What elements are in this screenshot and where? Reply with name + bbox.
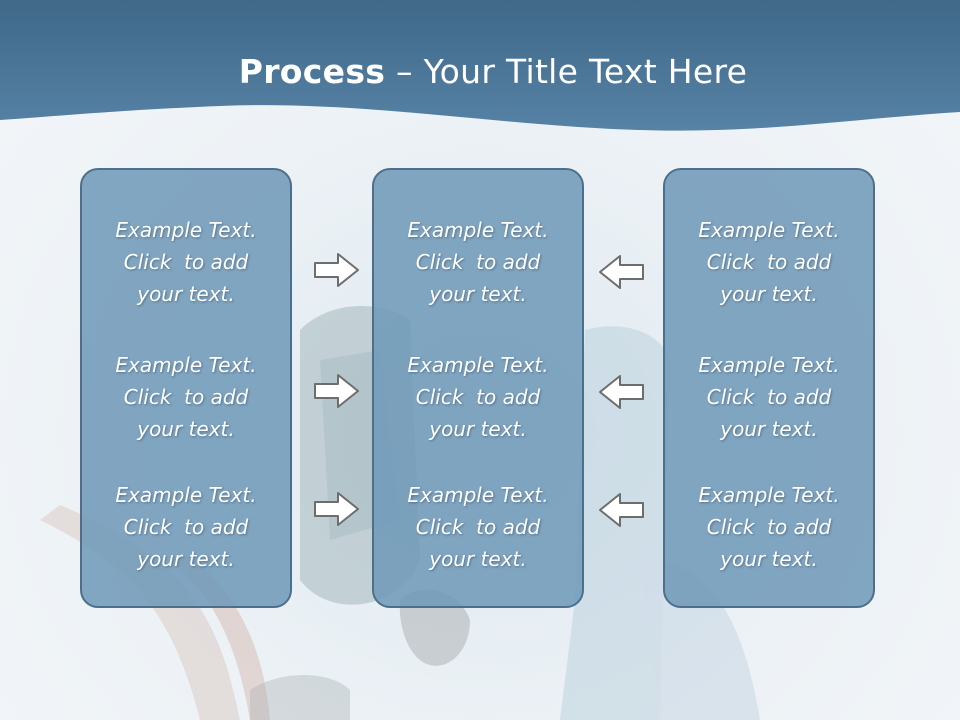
text-line: Example Text. bbox=[698, 483, 840, 507]
text-line: your text. bbox=[720, 417, 818, 441]
text-line: Click to add bbox=[415, 515, 541, 539]
panel-text-block[interactable]: Example Text. Click to add your text. bbox=[374, 349, 582, 445]
text-line: Click to add bbox=[415, 385, 541, 409]
panel-text-block[interactable]: Example Text. Click to add your text. bbox=[82, 479, 290, 575]
text-line: your text. bbox=[429, 282, 527, 306]
text-line: your text. bbox=[137, 417, 235, 441]
text-line: Click to add bbox=[706, 385, 832, 409]
panel-text-block[interactable]: Example Text. Click to add your text. bbox=[82, 349, 290, 445]
text-line: your text. bbox=[137, 282, 235, 306]
right-arrow-icon bbox=[314, 374, 359, 408]
text-line: your text. bbox=[720, 547, 818, 571]
text-line: your text. bbox=[429, 417, 527, 441]
text-line: your text. bbox=[429, 547, 527, 571]
right-arrow-icon bbox=[314, 253, 359, 287]
title-bold-part: Process bbox=[238, 52, 386, 91]
left-arrow-icon bbox=[599, 255, 644, 289]
text-line: Example Text. bbox=[115, 483, 257, 507]
process-panel-left[interactable]: Example Text. Click to add your text. Ex… bbox=[80, 168, 292, 608]
text-line: Example Text. bbox=[115, 353, 257, 377]
text-line: Example Text. bbox=[698, 353, 840, 377]
text-line: Example Text. bbox=[407, 218, 549, 242]
left-arrow-icon bbox=[599, 493, 644, 527]
header-band bbox=[0, 0, 960, 131]
text-line: Click to add bbox=[123, 515, 249, 539]
panel-text-block[interactable]: Example Text. Click to add your text. bbox=[82, 214, 290, 310]
panel-text-block[interactable]: Example Text. Click to add your text. bbox=[665, 479, 873, 575]
text-line: your text. bbox=[720, 282, 818, 306]
text-line: your text. bbox=[137, 547, 235, 571]
text-line: Example Text. bbox=[407, 353, 549, 377]
text-line: Example Text. bbox=[698, 218, 840, 242]
text-line: Example Text. bbox=[115, 218, 257, 242]
text-line: Example Text. bbox=[407, 483, 549, 507]
text-line: Click to add bbox=[123, 250, 249, 274]
text-line: Click to add bbox=[706, 250, 832, 274]
text-line: Click to add bbox=[123, 385, 249, 409]
process-panel-center[interactable]: Example Text. Click to add your text. Ex… bbox=[372, 168, 584, 608]
text-line: Click to add bbox=[415, 250, 541, 274]
panel-text-block[interactable]: Example Text. Click to add your text. bbox=[665, 214, 873, 310]
process-panel-right[interactable]: Example Text. Click to add your text. Ex… bbox=[663, 168, 875, 608]
right-arrow-icon bbox=[314, 492, 359, 526]
left-arrow-icon bbox=[599, 375, 644, 409]
slide-title[interactable]: Process – Your Title Text Here bbox=[0, 52, 960, 91]
title-rest-part: – Your Title Text Here bbox=[385, 52, 748, 91]
panel-text-block[interactable]: Example Text. Click to add your text. bbox=[374, 214, 582, 310]
text-line: Click to add bbox=[706, 515, 832, 539]
panel-text-block[interactable]: Example Text. Click to add your text. bbox=[374, 479, 582, 575]
panel-text-block[interactable]: Example Text. Click to add your text. bbox=[665, 349, 873, 445]
